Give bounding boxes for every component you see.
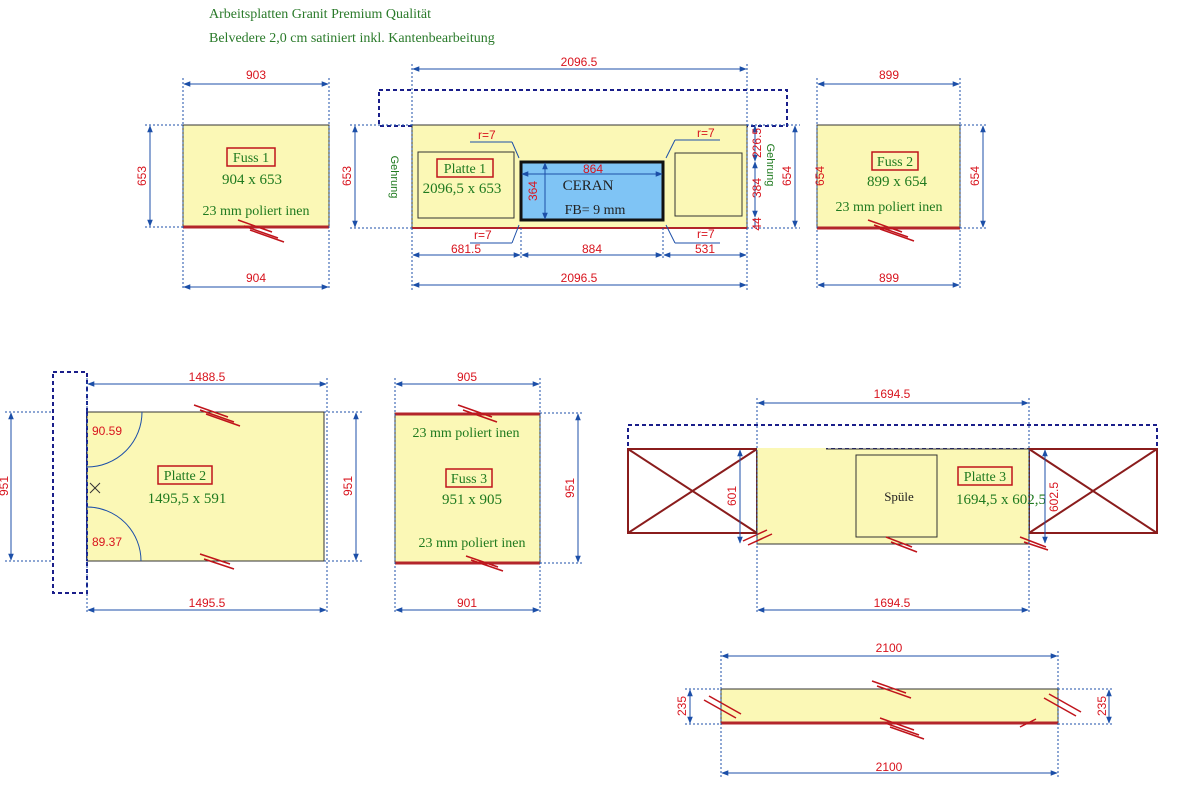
fuss1-dim-bottom: 904 <box>246 271 266 285</box>
platte1-right-654: 654 <box>780 166 794 186</box>
platte2-name-box <box>157 465 213 485</box>
platte3-dim-top: 1694.5 <box>874 387 911 401</box>
fuss2-name-box <box>871 151 919 171</box>
fuss1-group: Fuss 1 904 x 653 23 mm poliert inen 903 … <box>135 68 330 290</box>
platte2-dashed-frame <box>52 371 88 594</box>
strip-dim-right: 235 <box>1095 696 1109 716</box>
fuss2-size: 899 x 654 <box>867 174 928 190</box>
platte2-name: Platte 2 <box>164 469 206 484</box>
strip-dim-top: 2100 <box>876 641 903 655</box>
header-title: Arbeitsplatten Granit Premium Qualität <box>209 7 432 22</box>
strip-group: 2100 2100 235 235 <box>675 641 1114 778</box>
platte1-group: CERAN FB= 9 mm 864 364 Platte 1 2096,5 x… <box>340 55 800 290</box>
header-subtitle: Belvedere 2,0 cm satiniert inkl. Kantenb… <box>209 31 495 46</box>
platte1-left-cabinet <box>417 151 515 219</box>
fuss2-group: Fuss 2 899 x 654 23 mm poliert inen 899 … <box>813 68 988 288</box>
fuss2-edge-note: 23 mm poliert inen <box>836 200 943 215</box>
platte1-right-44: 44 <box>750 217 764 231</box>
gehrung-left: Gehrung <box>388 156 400 199</box>
fuss3-edge-top: 23 mm poliert inen <box>413 426 520 441</box>
platte3-dim-right: 602.5 <box>1047 482 1061 512</box>
ceran-label: CERAN <box>563 178 614 194</box>
platte2-group: 90.59 89.37 Platte 2 1495,5 x 591 1488.5… <box>0 370 362 613</box>
fuss3-dim-bottom: 901 <box>457 596 477 610</box>
fuss1-name-box <box>226 147 276 167</box>
platte1-right-cabinet <box>674 152 743 217</box>
platte1-right-226: 226.5 <box>750 128 764 158</box>
fuss2-dim-bottom: 899 <box>879 271 899 285</box>
platte2-dim-top: 1488.5 <box>189 370 226 384</box>
platte1-seg-right: 531 <box>695 242 715 256</box>
fuss2-name: Fuss 2 <box>877 155 913 170</box>
radius-bottom-left: r=7 <box>474 228 492 242</box>
fuss1-dim-top: 903 <box>246 68 266 82</box>
platte1-right-384: 384 <box>750 178 764 198</box>
fuss1-plate[interactable] <box>182 124 330 228</box>
platte2-plate[interactable] <box>86 411 325 562</box>
appliance-box-left <box>627 448 758 534</box>
platte3-name: Platte 3 <box>964 470 1006 485</box>
strip-dim-left: 235 <box>675 696 689 716</box>
platte3-dim-left: 601 <box>725 486 739 506</box>
appliance-box-right <box>1028 448 1158 534</box>
angle-arc-top <box>86 411 143 468</box>
platte1-dim-top: 2096.5 <box>561 55 598 69</box>
fuss2-dim-top: 899 <box>879 68 899 82</box>
fuss3-dim-top: 905 <box>457 370 477 384</box>
platte2-angle-top: 90.59 <box>92 424 122 438</box>
strip-dim-bottom: 2100 <box>876 760 903 774</box>
fuss3-plate[interactable] <box>394 412 541 564</box>
platte1-seg-left: 681.5 <box>451 242 481 256</box>
platte3-dashed-frame <box>627 424 1158 450</box>
edge-mark <box>193 404 241 570</box>
platte3-group: Spüle Platte 3 1694,5 x 602,5 1694.5 169… <box>627 387 1158 614</box>
ceran-height: 364 <box>526 181 540 201</box>
platte1-seg-mid: 884 <box>582 242 602 256</box>
platte3-size: 1694,5 x 602,5 <box>956 492 1046 508</box>
platte1-name: Platte 1 <box>444 162 486 177</box>
fuss1-size: 904 x 653 <box>222 172 282 188</box>
fuss3-group: 23 mm poliert inen Fuss 3 951 x 905 23 m… <box>394 370 583 613</box>
platte2-dim-left: 951 <box>0 476 11 496</box>
fuss3-name: Fuss 3 <box>451 472 487 487</box>
radius-top-left: r=7 <box>478 128 496 142</box>
radius-top-right: r=7 <box>697 126 715 140</box>
platte3-dim-bottom: 1694.5 <box>874 596 911 610</box>
sink-label: Spüle <box>884 489 914 504</box>
edge-mark <box>703 680 1082 740</box>
edge-mark <box>457 404 504 572</box>
fuss2-plate[interactable] <box>816 124 961 229</box>
fuss2-dim-left: 654 <box>813 166 827 186</box>
fuss3-size: 951 x 905 <box>442 492 502 508</box>
edge-mark <box>237 219 285 243</box>
angle-arc-bottom <box>86 506 142 562</box>
ceran-fb: FB= 9 mm <box>565 203 626 218</box>
platte2-dim-bottom: 1495.5 <box>189 596 226 610</box>
platte1-dashed-frame <box>378 89 788 127</box>
platte2-dim-right: 951 <box>341 476 355 496</box>
fuss1-name: Fuss 1 <box>233 151 269 166</box>
platte2-size: 1495,5 x 591 <box>148 491 227 507</box>
platte2-angle-bottom: 89.37 <box>92 535 122 549</box>
sink-cutout[interactable] <box>855 454 938 538</box>
gehrung-right: Gehrung <box>764 144 776 187</box>
strip-plate[interactable] <box>720 688 1059 725</box>
fuss3-name-box <box>445 468 493 488</box>
fuss1-edge-note: 23 mm poliert inen <box>203 204 310 219</box>
platte1-dim-bottom: 2096.5 <box>561 271 598 285</box>
platte1-name-box <box>436 158 494 178</box>
ceran-width: 864 <box>583 162 603 176</box>
fuss1-dim-left: 653 <box>135 166 149 186</box>
fuss3-edge-bottom: 23 mm poliert inen <box>419 536 526 551</box>
platte1-size: 2096,5 x 653 <box>423 181 502 197</box>
edge-mark <box>742 529 1049 553</box>
platte1-dim-left: 653 <box>340 166 354 186</box>
fuss3-dim-right: 951 <box>563 478 577 498</box>
radius-bottom-right: r=7 <box>697 227 715 241</box>
corner-cross-icon <box>89 482 101 494</box>
edge-mark <box>867 219 915 242</box>
fuss2-dim-right: 654 <box>968 166 982 186</box>
platte3-name-box <box>957 466 1013 486</box>
